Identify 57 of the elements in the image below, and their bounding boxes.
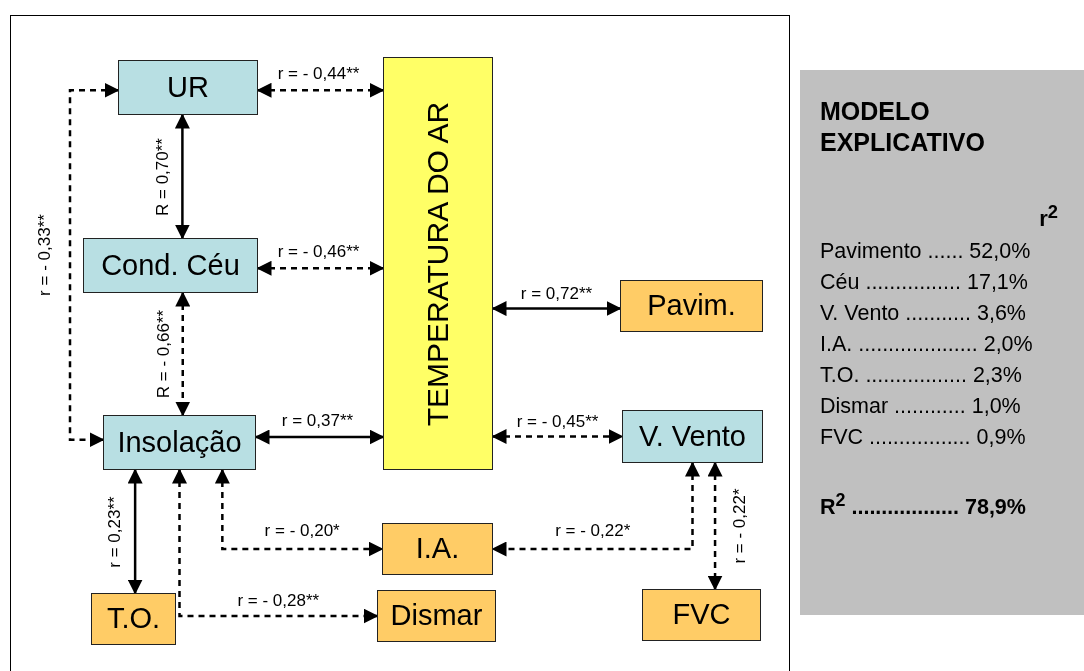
arrow — [127, 468, 143, 595]
edge-label: r = - 0,45** — [515, 412, 600, 431]
model-row-text: Céu ................ 17,1% — [820, 268, 1029, 296]
variable-box — [382, 523, 493, 575]
arrow — [172, 468, 379, 624]
node-label: FVC — [672, 599, 731, 631]
column-heading: r$^{2}$ — [1038, 200, 1059, 232]
arrow — [491, 461, 700, 557]
edge-label: r = - 0,22* — [554, 522, 632, 540]
variable-box — [83, 238, 258, 293]
variable-box — [383, 57, 493, 470]
edge-label: r = - 0,44** — [276, 65, 361, 84]
node-label: V. Vento — [639, 420, 746, 453]
variable-box — [91, 593, 176, 645]
arrow — [256, 260, 385, 276]
edge-label: r = - 0,28** — [236, 592, 321, 610]
model-row-text: I.A. .................... 2,0% — [820, 330, 1034, 358]
node-label: Dismar — [390, 600, 483, 632]
arrow — [491, 429, 624, 444]
node-label: I.A. — [415, 533, 460, 565]
edge-label: r = - 0,33** — [36, 213, 54, 297]
variable-box — [377, 590, 496, 642]
edge-label: r = 0,23** — [106, 494, 125, 569]
node-label: Cond. Céu — [101, 249, 240, 282]
edge-label: r = 0,37** — [280, 412, 355, 430]
model-row-text: FVC ................. 0,9% — [820, 423, 1027, 451]
total-row-text: R$^{2}$ .................. 78,9% — [820, 488, 1027, 521]
variable-box — [642, 589, 761, 641]
model-row-text: Dismar ............ 1,0% — [820, 392, 1022, 420]
edge-label: r = 0,72** — [519, 284, 594, 303]
model-row-text: T.O. ................. 2,3% — [820, 361, 1023, 389]
arrow — [491, 301, 622, 317]
node-label: TEMPERATURA DO AR — [421, 101, 455, 426]
edge-label: r = - 0,22* — [731, 487, 749, 565]
arrow — [254, 429, 385, 445]
model-panel — [800, 70, 1084, 615]
node-label: T.O. — [106, 603, 161, 635]
model-row-text: V. Vento ........... 3,6% — [820, 299, 1027, 327]
variable-box — [622, 410, 763, 463]
edge-label: R = - 0,66** — [154, 308, 173, 400]
variable-box — [620, 280, 763, 332]
variable-box — [103, 415, 256, 470]
edge-label: R = 0,70** — [154, 136, 173, 217]
variable-box — [118, 60, 258, 115]
model-row-text: Pavimento ...... 52,0% — [820, 237, 1032, 265]
edge-label: r = - 0,46** — [276, 243, 361, 262]
arrow — [707, 461, 723, 591]
node-label: Insolação — [117, 426, 242, 459]
edge-label: r = - 0,20* — [263, 522, 341, 540]
arrow — [174, 113, 190, 240]
arrow — [256, 82, 385, 98]
arrow — [214, 468, 384, 557]
arrow — [68, 82, 120, 448]
node-label: UR — [167, 71, 209, 104]
arrow — [175, 291, 191, 417]
panel-heading: MODELO EXPLICATIVO — [820, 96, 986, 159]
node-label: Pavim. — [647, 290, 736, 322]
